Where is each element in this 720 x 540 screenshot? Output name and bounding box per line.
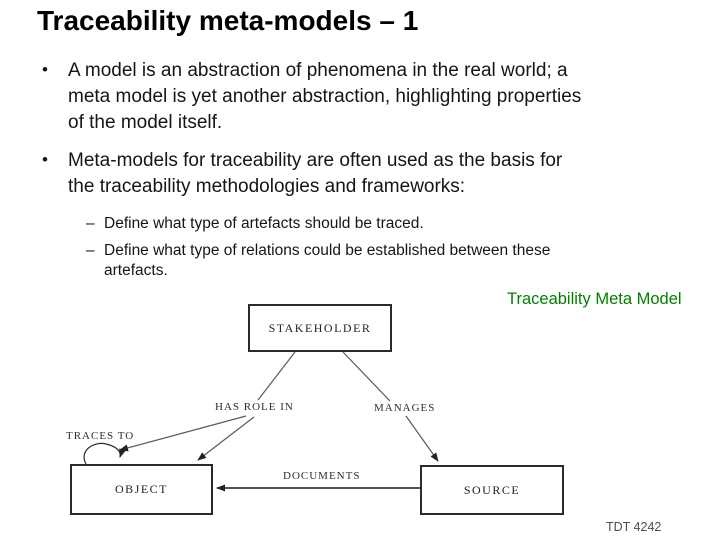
dash-marker: – [86, 242, 95, 259]
sub-bullet-item-2: – Define what type of relations could be… [86, 241, 550, 281]
bullet-marker: • [42, 150, 48, 169]
bullet-line: A model is an abstraction of phenomena i… [68, 60, 568, 81]
node-source-label: SOURCE [463, 482, 521, 497]
edge-hasrolein-object-arrow [197, 416, 255, 461]
node-stakeholder-label: STAKEHOLDER [268, 320, 372, 335]
edge-tracesto-selfloop-arc [83, 442, 126, 467]
edge-hasrolein-tracesto-arrow [119, 415, 247, 452]
node-source: SOURCE [420, 465, 564, 515]
sub-bullet-line: artefacts. [104, 262, 168, 279]
bullet-line: of the model itself. [68, 112, 223, 133]
edge-label-documents: DOCUMENTS [283, 470, 361, 482]
bullet-line: Meta-models for traceability are often u… [68, 150, 563, 171]
node-object-label: OBJECT [114, 482, 168, 496]
slide-title: Traceability meta-models – 1 [37, 5, 419, 36]
bullet-line: the traceability methodologies and frame… [68, 176, 466, 197]
bullet-item-1: • A model is an abstraction of phenomena… [40, 58, 581, 136]
dash-marker: – [86, 215, 95, 232]
sub-bullet-item-1: – Define what type of artefacts should b… [86, 214, 424, 234]
edge-label-has-role-in: HAS ROLE IN [215, 401, 294, 413]
footer-course-code: TDT 4242 [606, 520, 662, 534]
edge-stakeholder-manages [342, 351, 391, 402]
node-stakeholder: STAKEHOLDER [248, 304, 392, 352]
sub-bullet-line: Define what type of artefacts should be … [104, 215, 424, 232]
bullet-line: meta model is yet another abstraction, h… [68, 86, 582, 107]
bullet-marker: • [42, 60, 48, 79]
sub-bullet-line: Define what type of relations could be e… [104, 242, 551, 259]
edge-label-traces-to: TRACES TO [66, 430, 135, 442]
edge-label-manages: MANAGES [374, 402, 436, 414]
edge-stakeholder-hasrolein [257, 351, 296, 401]
bullet-item-2: • Meta-models for traceability are often… [40, 148, 562, 200]
diagram-caption: Traceability Meta Model [507, 290, 682, 308]
node-object: OBJECT [70, 464, 213, 515]
edge-manages-source-arrow [405, 415, 439, 462]
